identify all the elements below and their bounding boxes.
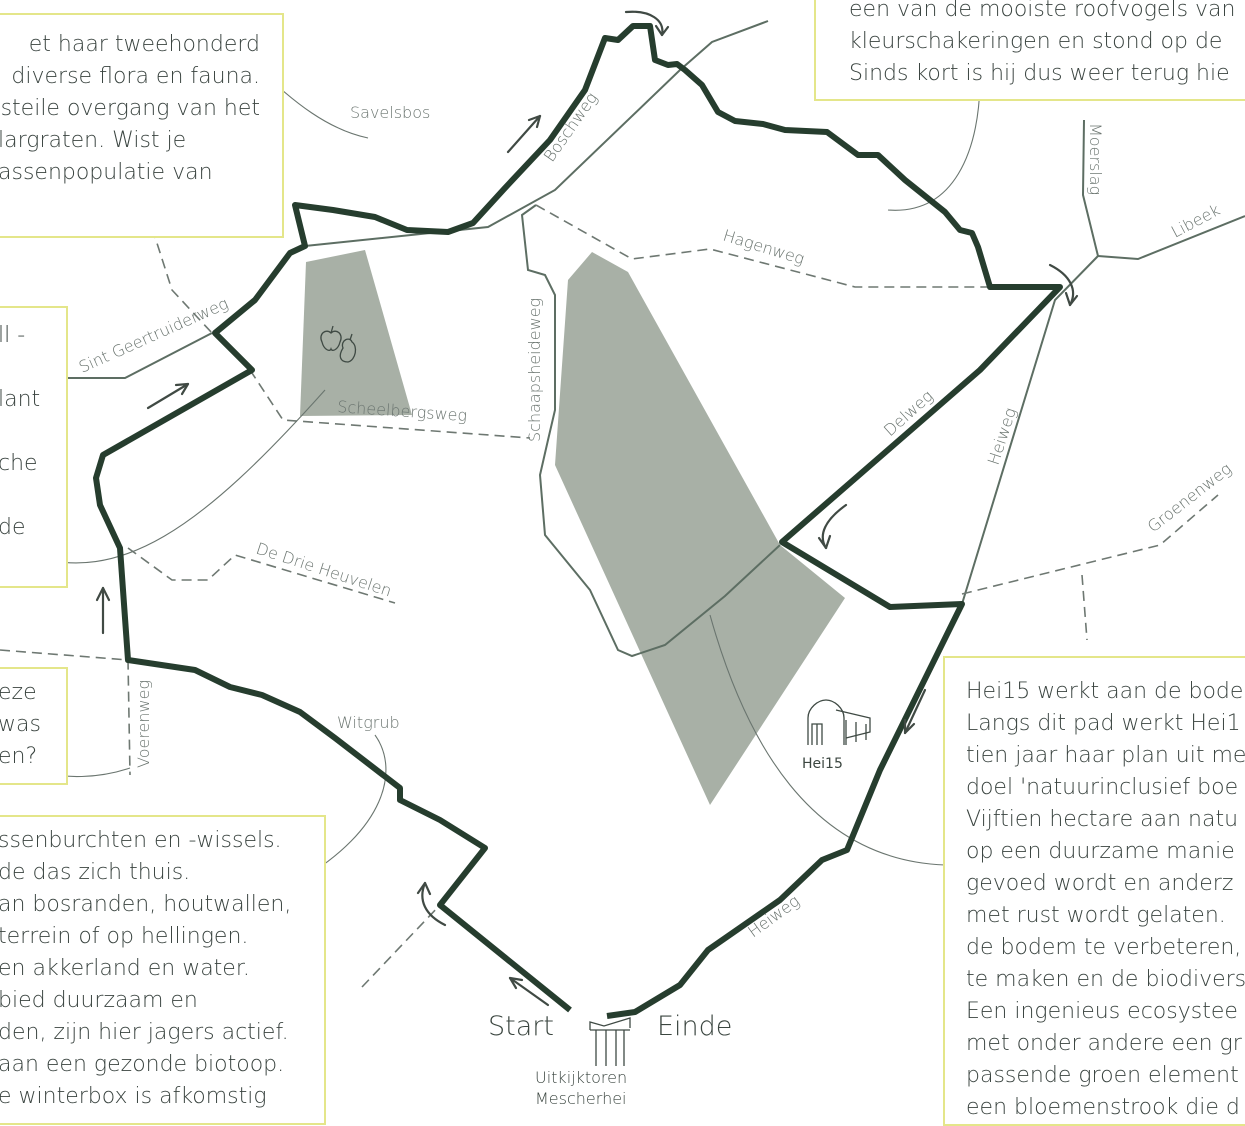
road-moerslag bbox=[1081, 119, 1099, 257]
orchard-area bbox=[300, 250, 412, 416]
info-line: Langs dit pad werkt Hei1 bbox=[966, 711, 1241, 736]
label-start: Start bbox=[488, 1011, 554, 1042]
info-line: de das zich thuis. bbox=[0, 860, 191, 885]
info-line bbox=[0, 416, 66, 448]
road-hagenweg bbox=[535, 204, 990, 288]
label-groenenweg: Groenenweg bbox=[1144, 459, 1235, 536]
info-line: de bbox=[0, 515, 26, 540]
label-de-drie-heuvelen: De Drie Heuvelen bbox=[254, 539, 394, 601]
direction-arrow-icon bbox=[95, 586, 111, 635]
direction-arrow-icon bbox=[416, 881, 447, 927]
direction-arrow-icon bbox=[817, 503, 848, 550]
label-heiweg-north: Heiweg bbox=[984, 405, 1020, 467]
label-schaapsheideweg: Schaapsheideweg bbox=[525, 298, 544, 442]
leader-raptor bbox=[887, 84, 981, 211]
info-line: doel 'natuurinclusief boe bbox=[966, 775, 1239, 800]
info-line: ll - bbox=[0, 323, 26, 348]
info-line: Sinds kort is hij dus weer terug hie bbox=[849, 61, 1230, 86]
info-line: e winterbox is afkomstig bbox=[0, 1084, 267, 1109]
info-line: een van de mooiste roofvogels van bbox=[849, 0, 1236, 22]
info-box-small-left: eze was en? bbox=[0, 667, 68, 785]
info-line: terrein of op hellingen. bbox=[0, 924, 249, 949]
label-tower-line1: Uitkijktoren bbox=[535, 1068, 627, 1087]
road-de-drie-heuvelen bbox=[127, 547, 396, 604]
road-groenenweg bbox=[961, 494, 1219, 595]
info-line: aan een gezonde biotoop. bbox=[0, 1052, 285, 1077]
direction-arrow-icon bbox=[1048, 263, 1079, 307]
info-box-bottom-left: ssenburchten en -wissels. de das zich th… bbox=[0, 815, 326, 1125]
info-line: passende groen element bbox=[966, 1063, 1239, 1088]
info-line: met rust wordt gelaten. bbox=[966, 903, 1226, 928]
road-schaapsheideweg bbox=[520, 204, 781, 658]
label-witgrub: Witgrub bbox=[337, 713, 400, 732]
info-line: tien jaar haar plan uit me bbox=[966, 743, 1245, 768]
info-line: ssenburchten en -wissels. bbox=[0, 828, 282, 853]
info-line bbox=[0, 352, 66, 384]
direction-arrow-icon bbox=[506, 114, 542, 154]
info-line: che bbox=[0, 451, 38, 476]
info-line: kleurschakeringen en stond op de bbox=[849, 29, 1223, 54]
road-sw-lane bbox=[361, 904, 441, 988]
info-line: lant bbox=[0, 387, 41, 412]
direction-arrow-icon bbox=[146, 382, 190, 410]
label-scheelbergsweg: Scheelbergsweg bbox=[337, 397, 468, 425]
info-line: largraten. Wist je bbox=[0, 128, 187, 153]
road-heiweg bbox=[961, 255, 1099, 605]
info-line: Vijftien hectare aan natu bbox=[966, 807, 1239, 832]
label-end: Einde bbox=[657, 1011, 732, 1042]
info-line: de bodem te verbeteren, bbox=[966, 935, 1242, 960]
label-voerenweg: Voerenweg bbox=[134, 680, 153, 768]
road-libeek bbox=[1097, 215, 1245, 261]
walking-route bbox=[93, 23, 1063, 1019]
info-line: te maken en de biodivers bbox=[966, 967, 1245, 992]
info-line: was bbox=[0, 712, 41, 737]
farm-icon bbox=[807, 699, 871, 745]
info-box-top-left: et haar tweehonderd diverse flora en fau… bbox=[0, 13, 284, 238]
info-line: et haar tweehonderd bbox=[28, 32, 260, 57]
info-line: een bloemenstrook die d bbox=[966, 1095, 1240, 1120]
info-box-top-right: een van de mooiste roofvogels van kleurs… bbox=[814, 0, 1245, 101]
info-line: eze bbox=[0, 680, 37, 705]
leader-witgrub bbox=[299, 734, 387, 881]
road-scheelbergsweg bbox=[249, 369, 531, 439]
label-savelsbos: Savelsbos bbox=[350, 103, 430, 122]
info-line: Een ingenieus ecosystee bbox=[966, 999, 1238, 1024]
leader-hei15 bbox=[709, 614, 946, 866]
info-line: den, zijn hier jagers actief. bbox=[0, 1020, 289, 1045]
info-line: op een duurzame manie bbox=[966, 839, 1235, 864]
info-line: en akkerland en water. bbox=[0, 956, 250, 981]
info-box-mid-left: ll - lant che de bbox=[0, 306, 68, 588]
fruit-icon bbox=[320, 325, 357, 363]
info-line: gevoed wordt en anderz bbox=[966, 871, 1234, 896]
tower-icon bbox=[589, 1017, 631, 1066]
road-groenenweg-spur bbox=[1081, 574, 1088, 641]
label-tower-line2: Mescherhei bbox=[535, 1089, 627, 1107]
info-line: en? bbox=[0, 744, 38, 769]
info-line bbox=[0, 480, 66, 512]
label-hei15: Hei15 bbox=[802, 756, 843, 772]
info-line: steile overgang van het bbox=[0, 96, 260, 121]
direction-arrow-icon bbox=[624, 10, 670, 37]
info-line: diverse flora en fauna. bbox=[11, 64, 260, 89]
road-boschweg bbox=[304, 20, 769, 247]
road-north-west-lane bbox=[99, 221, 213, 334]
label-hagenweg: Hagenweg bbox=[721, 226, 807, 269]
direction-arrows bbox=[95, 10, 1079, 1007]
info-line: met onder andere een gr bbox=[966, 1031, 1242, 1056]
info-line: an bosranden, houtwallen, bbox=[0, 892, 292, 917]
large-field-area bbox=[555, 252, 845, 805]
direction-arrow-icon bbox=[508, 976, 550, 1007]
info-box-bottom-right: Hei15 werkt aan de bode Langs dit pad we… bbox=[943, 656, 1245, 1126]
info-line: assenpopulatie van bbox=[0, 160, 213, 185]
info-line: bied duurzaam en bbox=[0, 988, 198, 1013]
direction-arrow-icon bbox=[903, 688, 927, 735]
label-moerslag: Moerslag bbox=[1086, 123, 1105, 195]
info-line: Hei15 werkt aan de bode bbox=[966, 679, 1244, 704]
